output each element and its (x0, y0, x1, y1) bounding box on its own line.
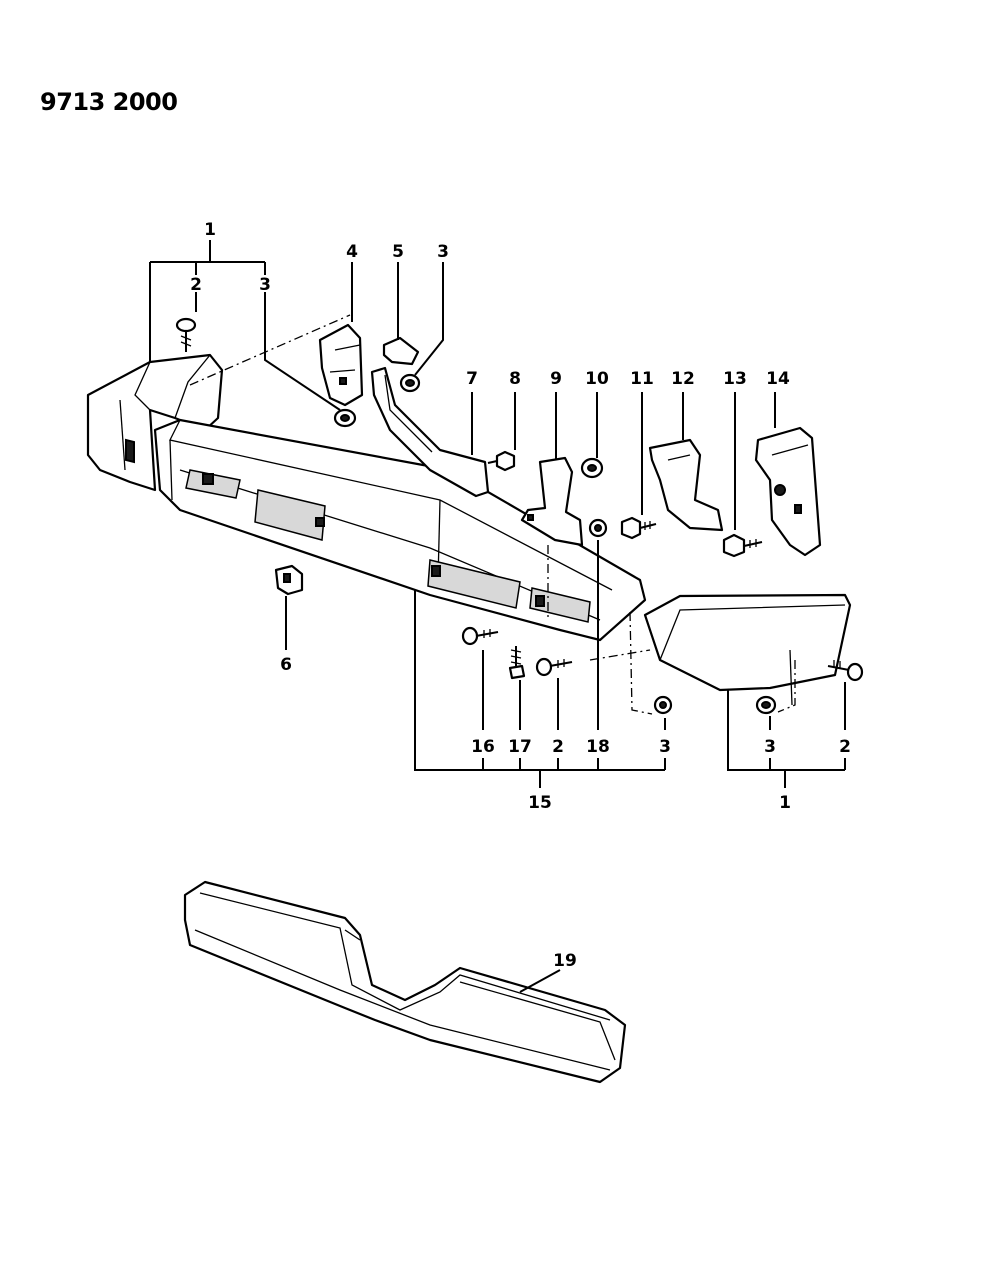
bolt-part-13 (722, 533, 763, 558)
nut-part-3-right (755, 695, 777, 715)
nut-part-3-left (333, 408, 357, 428)
rear-step-bumper (183, 880, 627, 1084)
nut-part-10 (580, 457, 604, 479)
bracket-part-4 (318, 323, 364, 407)
bracket-part-12 (648, 438, 724, 532)
callout-12: 12 (671, 369, 695, 389)
callout-3-right: 3 (764, 737, 776, 757)
stay-part-7 (370, 366, 490, 498)
callout-1-right: 1 (779, 793, 791, 813)
callout-2-top-left: 2 (190, 275, 202, 295)
callout-17: 17 (508, 737, 532, 757)
front-bumper-bar (153, 418, 647, 642)
bolt-part-8 (487, 450, 516, 472)
bracket-part-5 (382, 336, 420, 366)
callout-5: 5 (392, 242, 404, 262)
callout-2-center: 2 (552, 737, 564, 757)
callout-19: 19 (553, 951, 577, 971)
clip-part-6 (274, 564, 304, 596)
callout-3-center: 3 (659, 737, 671, 757)
callout-3-top-left: 3 (259, 275, 271, 295)
callout-1-top: 1 (204, 220, 216, 240)
callout-15: 15 (528, 793, 552, 813)
nut-part-3-top (399, 373, 421, 393)
callout-2-right: 2 (839, 737, 851, 757)
callout-16: 16 (471, 737, 495, 757)
diagram-reference-number: 9713 2000 (40, 88, 178, 116)
callout-10: 10 (585, 369, 609, 389)
callout-11: 11 (630, 369, 654, 389)
screw-part-17 (508, 646, 526, 680)
bracket-part-14 (754, 426, 822, 557)
callout-9: 9 (550, 369, 562, 389)
nut-part-3-center (653, 695, 673, 715)
callout-7: 7 (466, 369, 478, 389)
bolt-part-2-right (827, 660, 864, 682)
callout-13: 13 (723, 369, 747, 389)
bolt-part-16 (461, 626, 499, 646)
right-bumper-end-cap (643, 593, 852, 713)
callout-3-top: 3 (437, 242, 449, 262)
nut-part-18 (588, 518, 608, 538)
callout-14: 14 (766, 369, 790, 389)
bolt-part-2-center (535, 657, 573, 677)
bracket-part-9 (520, 456, 584, 547)
bolt-part-11 (620, 516, 657, 540)
left-bumper-end-cap (86, 353, 224, 492)
callout-8: 8 (509, 369, 521, 389)
leader-lines (149, 240, 846, 993)
callout-18: 18 (586, 737, 610, 757)
callout-6: 6 (280, 655, 292, 675)
callout-4: 4 (346, 242, 358, 262)
bolt-part-2-left (175, 317, 197, 352)
